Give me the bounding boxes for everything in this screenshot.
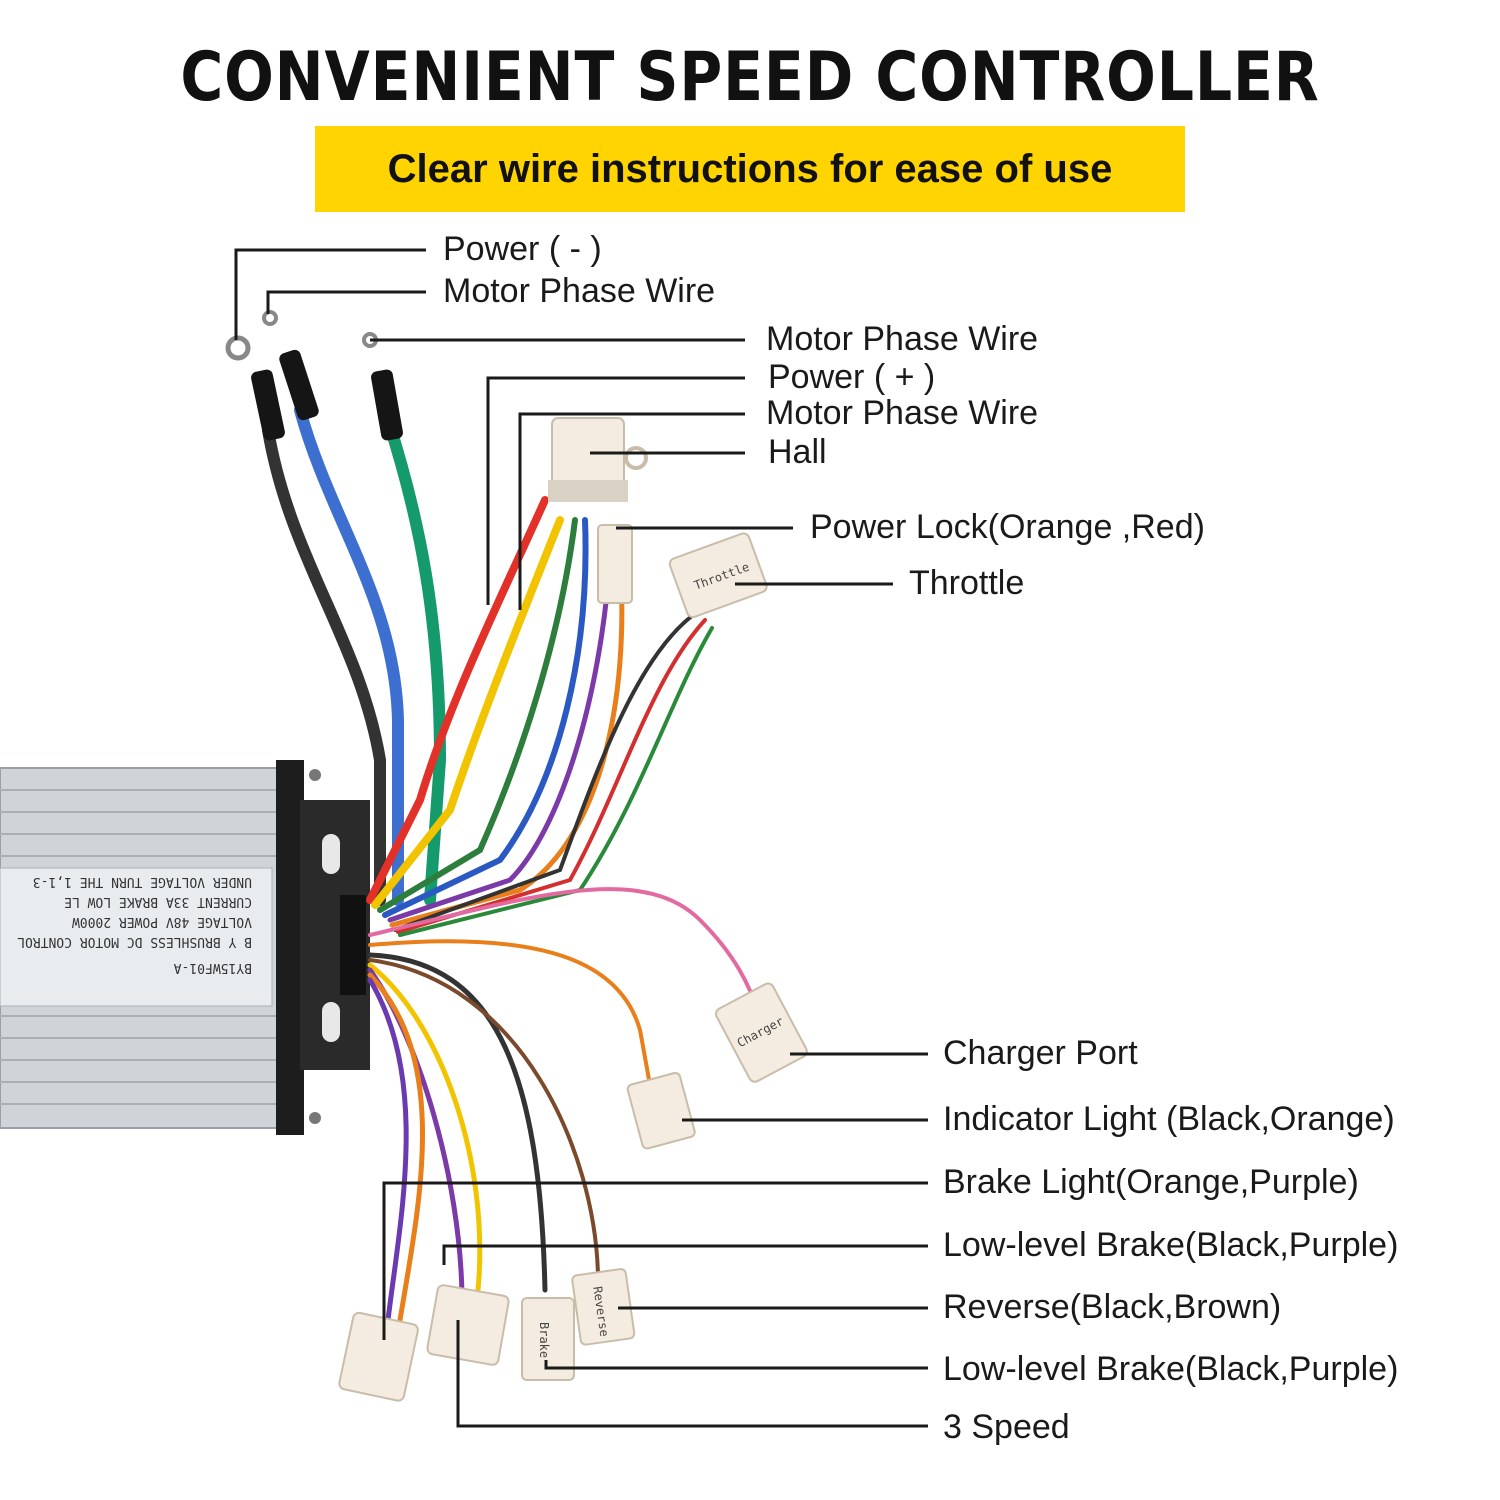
reverse-connector-text: Reverse [590, 1285, 611, 1337]
heat-shrink [251, 369, 285, 441]
label-low-level-brake-1: Low-level Brake(Black,Purple) [943, 1226, 1398, 1264]
controller-plate-line-2: VOLTAGE 48V POWER 2000W [72, 914, 252, 929]
power-lock-connector [597, 524, 633, 604]
charger-connector: Charger [715, 982, 808, 1083]
controller-plate-line-1: B Y BRUSHLESS DC MOTOR CONTROL [17, 934, 252, 949]
reverse-connector: Reverse [571, 1268, 636, 1346]
indicator-connector [626, 1071, 696, 1150]
label-charger-port: Charger Port [943, 1034, 1138, 1072]
label-motor-phase-2: Motor Phase Wire [766, 320, 1038, 358]
three-speed-connector [426, 1284, 510, 1366]
controller-body: BY15WF01-A B Y BRUSHLESS DC MOTOR CONTRO… [0, 760, 370, 1135]
heat-shrink [371, 369, 403, 441]
label-low-level-brake-2: Low-level Brake(Black,Purple) [943, 1350, 1398, 1388]
controller-plate-line-3: CURRENT 33A BRAKE LOW LE [64, 894, 252, 909]
wire-labels: Power ( - ) Motor Phase Wire Motor Phase… [443, 230, 1398, 1446]
ring-terminal [225, 335, 251, 361]
label-reverse: Reverse(Black,Brown) [943, 1288, 1281, 1326]
label-brake-light: Brake Light(Orange,Purple) [943, 1163, 1359, 1201]
subtitle-text: Clear wire instructions for ease of use [387, 146, 1113, 191]
label-hall: Hall [768, 433, 827, 471]
label-power-lock: Power Lock(Orange ,Red) [810, 508, 1205, 546]
lower-signal-wires [367, 887, 762, 1323]
brake-light-connector [338, 1311, 419, 1402]
upper-signal-wires [366, 496, 714, 937]
leader-lines [234, 248, 928, 1428]
hall-connector [548, 417, 648, 502]
label-indicator-light: Indicator Light (Black,Orange) [943, 1100, 1395, 1138]
controller-plate-line-4: UNDER VOLTAGE TURN THE 1,1-3 [33, 874, 252, 889]
throttle-connector: Throttle [668, 532, 768, 619]
label-throttle: Throttle [909, 564, 1024, 602]
subtitle-banner: Clear wire instructions for ease of use [315, 126, 1185, 212]
label-power-positive: Power ( + ) [768, 358, 935, 396]
ring-terminal [262, 310, 278, 326]
controller-model-text: BY15WF01-A [174, 960, 252, 975]
brake-connector-text: Brake [537, 1322, 551, 1358]
label-three-speed: 3 Speed [943, 1408, 1070, 1446]
page-title: CONVENIENT SPEED CONTROLLER [180, 38, 1320, 117]
brake-connector: Brake [521, 1297, 575, 1381]
label-motor-phase-1: Motor Phase Wire [443, 272, 715, 310]
heat-shrink [279, 349, 319, 421]
label-motor-phase-3: Motor Phase Wire [766, 394, 1038, 432]
label-power-negative: Power ( - ) [443, 230, 602, 268]
